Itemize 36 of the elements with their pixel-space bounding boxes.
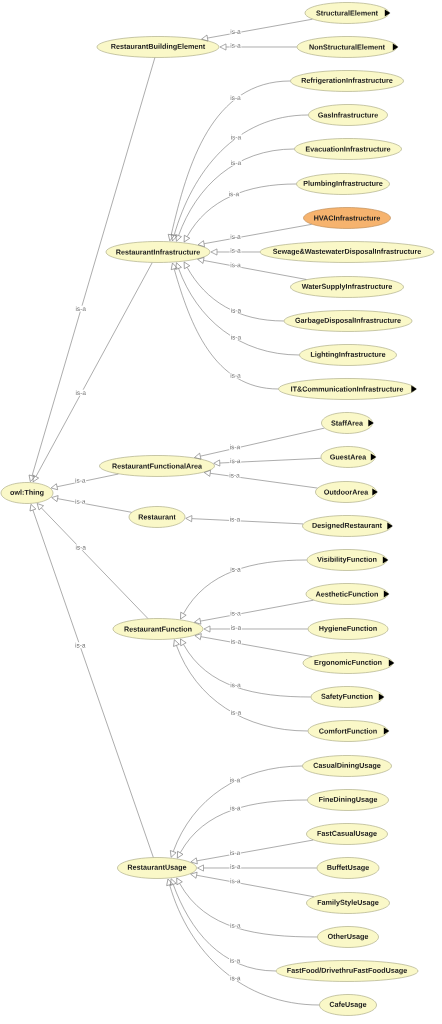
arrow (197, 224, 312, 248)
arrow (175, 148, 295, 242)
arrow (32, 262, 153, 483)
arrow (180, 638, 311, 698)
arrow (201, 18, 313, 42)
arrow (210, 248, 260, 256)
arrow (36, 503, 149, 619)
arrow (185, 515, 304, 525)
arrow (173, 639, 308, 732)
arrow (170, 262, 279, 390)
arrow (29, 504, 154, 858)
arrow (183, 261, 284, 322)
arrow (194, 599, 314, 625)
arrow (219, 43, 297, 51)
arrow (194, 427, 325, 460)
arrow (213, 457, 322, 467)
arrow (50, 473, 119, 491)
arrow (190, 871, 315, 898)
arrow (177, 799, 308, 859)
arrow (175, 262, 300, 356)
arrow (167, 80, 291, 242)
arrow (203, 469, 318, 489)
arrow (51, 495, 132, 513)
arrow (194, 633, 313, 657)
arrow (197, 864, 317, 872)
arrow (166, 878, 320, 1006)
arrow (190, 839, 314, 865)
arrow (203, 625, 308, 633)
arrow (197, 257, 307, 280)
arrow (180, 559, 307, 620)
arrow (170, 765, 303, 858)
arrow (28, 57, 156, 482)
arrow (170, 878, 276, 972)
arrow (183, 183, 297, 243)
arrow (176, 877, 318, 938)
arrow (170, 114, 309, 242)
